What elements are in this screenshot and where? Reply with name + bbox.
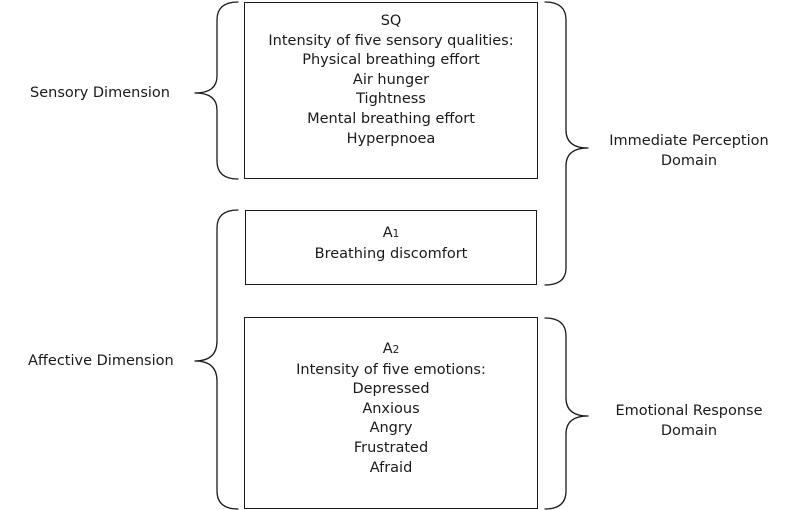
emotional-response-line-1: Emotional Response — [615, 403, 763, 419]
sensory-qualities-box: SQ Intensity of five sensory qualities: … — [244, 2, 538, 179]
emotional-response-domain-label: Emotional Response Domain — [603, 402, 775, 441]
a2-item: Afraid — [369, 459, 413, 476]
sq-item: Physical breathing effort — [302, 52, 480, 69]
sq-item: Mental breathing effort — [307, 110, 475, 127]
sq-heading: Intensity of five sensory qualities: — [268, 32, 514, 49]
a2-subscript: 2 — [392, 344, 400, 356]
a2-heading: Intensity of five emotions: — [296, 361, 486, 378]
immediate-perception-line-2: Domain — [660, 152, 718, 169]
a1-title: A1 — [382, 225, 400, 241]
sensory-dimension-label: Sensory Dimension — [30, 85, 170, 101]
a2-item: Frustrated — [353, 439, 429, 456]
immediate-perception-line-1: Immediate Perception — [609, 133, 769, 149]
immediate-perception-domain-label: Immediate Perception Domain — [603, 132, 775, 171]
sq-title: SQ — [380, 13, 402, 29]
a2-item: Angry — [369, 420, 413, 437]
a1-item: Breathing discomfort — [314, 245, 468, 262]
sq-item: Air hunger — [352, 71, 430, 88]
emotional-response-line-2: Domain — [660, 422, 718, 439]
breathing-discomfort-box: A1 Breathing discomfort — [245, 210, 537, 285]
a2-item: Depressed — [352, 381, 430, 398]
brace-emotional-response-domain — [544, 317, 589, 510]
a1-subscript: 1 — [392, 228, 400, 240]
a2-item: Anxious — [362, 400, 420, 417]
a2-title: A2 — [382, 341, 400, 357]
brace-immediate-perception-domain — [544, 1, 589, 286]
affective-dimension-label: Affective Dimension — [28, 353, 174, 369]
sq-item: Hyperpnoea — [346, 130, 436, 147]
brace-sensory-dimension — [194, 1, 239, 180]
brace-affective-dimension — [194, 209, 239, 510]
emotions-box: A2 Intensity of five emotions: Depressed… — [244, 317, 538, 509]
sq-item: Tightness — [356, 91, 426, 108]
